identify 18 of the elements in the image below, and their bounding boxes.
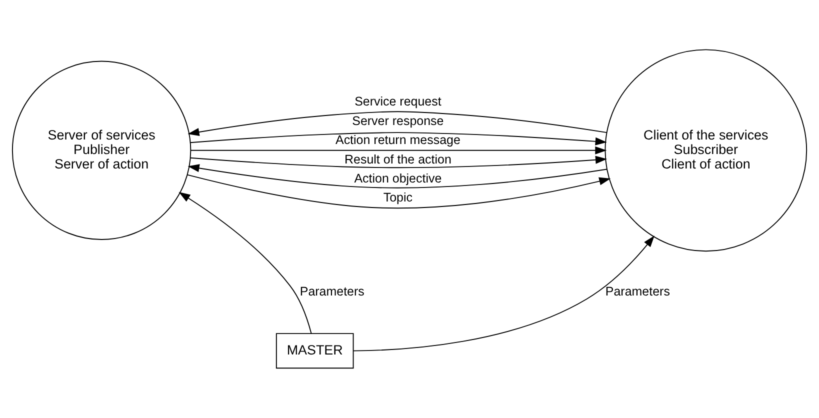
edge-label: Service request xyxy=(354,94,442,109)
edge-label: Action return message xyxy=(336,133,460,148)
arrow xyxy=(188,164,608,188)
arrow xyxy=(190,132,607,146)
node-box: MASTER xyxy=(276,333,354,369)
edge-label: Result of the action xyxy=(344,152,452,166)
edge-label: Parameters xyxy=(605,284,670,299)
edge-label: Server response xyxy=(352,114,444,128)
arrow xyxy=(186,174,611,208)
arrow xyxy=(178,192,312,334)
arrow xyxy=(188,111,608,136)
node-circle: Client of the services Subscriber Client of action xyxy=(604,49,808,252)
edge-label: Topic xyxy=(383,190,413,205)
edge-label: Parameters xyxy=(300,284,364,299)
arrow xyxy=(190,146,607,154)
arrow xyxy=(352,236,654,352)
arrow xyxy=(190,156,608,168)
edge-label: Action objective xyxy=(354,171,442,186)
